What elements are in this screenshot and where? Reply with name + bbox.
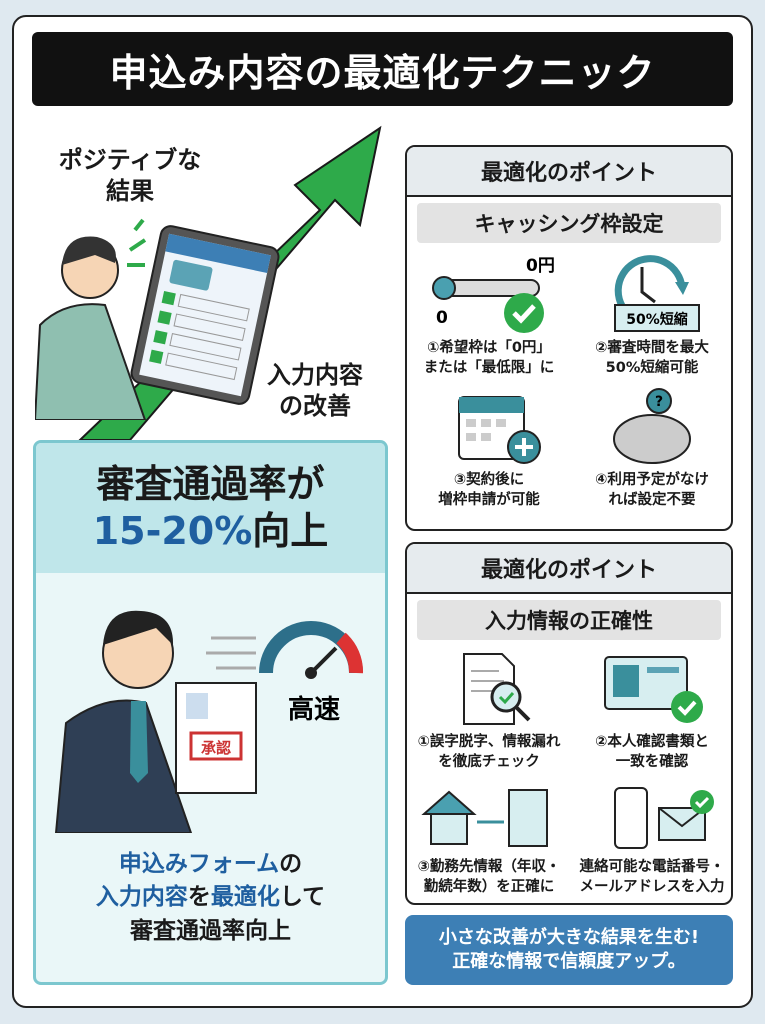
input-improvement-label: 入力内容 の改善 (255, 360, 375, 422)
caption-line: れば設定不要 (608, 491, 696, 508)
label-line: 入力内容 (267, 361, 363, 389)
point-typo-check: ①誤字脱字、情報漏れを徹底チェック (409, 649, 569, 772)
slider-check-icon: 0円 0 (432, 256, 555, 333)
caption-line: または「最低限」に (423, 359, 555, 376)
document-magnifier-icon (463, 653, 531, 725)
point-contact-info: 連絡可能な電話番号・メールアドレスを入力 (572, 784, 731, 897)
slider-max: 0円 (526, 256, 555, 276)
caption-line: 連絡可能な電話番号・ (579, 859, 725, 875)
caption-line: 勤続年数）を正確に (423, 878, 555, 895)
label-line: 結果 (106, 177, 154, 206)
caption-line: を徹底チェック (438, 753, 540, 770)
headline-line2: 15-20%向上 (93, 508, 329, 556)
svg-text:?: ? (655, 394, 663, 410)
footer-message: 小さな改善が大きな結果を生む! 正確な情報で信頼度アップ。 (405, 915, 733, 985)
caption-line: 50%短縮可能 (605, 359, 699, 376)
panel-header: 最適化のポイント (407, 544, 731, 594)
caption: ②審査時間を最大 50%短縮可能 (572, 339, 731, 378)
id-card-check-icon (604, 656, 703, 723)
summary-part: して (279, 884, 326, 911)
approval-stamp: 承認 (201, 739, 231, 757)
speed-label: 高速 (288, 694, 340, 725)
phone-mail-icon (614, 787, 714, 849)
summary-part: 入力内容 (95, 884, 188, 911)
caption: ③契約後に増枠申請が可能 (409, 471, 569, 510)
summary-line2: 入力内容を最適化して (36, 881, 385, 914)
slider-min: 0 (436, 308, 448, 328)
caption-line: ①希望枠は「0円」 (427, 340, 551, 356)
panel-subheader: キャッシング枠設定 (417, 203, 721, 243)
positive-result-label: ポジティブな 結果 (40, 145, 220, 207)
caption: ①誤字脱字、情報漏れを徹底チェック (409, 733, 569, 772)
input-accuracy-panel: 最適化のポイント 入力情報の正確性 ①誤字脱字、情報漏れを徹底チェック ②本人確… (405, 542, 733, 905)
person-with-tablet-illustration (35, 218, 280, 420)
caption-line: ③勤務先情報（年収・ (417, 859, 561, 875)
footer-line: 小さな改善が大きな結果を生む! (438, 926, 700, 948)
summary-part: の (279, 851, 303, 877)
point-no-setting: ? ④利用予定がなければ設定不要 (572, 387, 731, 510)
rate-suffix: 向上 (252, 509, 329, 553)
page-title: 申込み内容の最適化テクニック (32, 32, 733, 106)
cashing-limit-panel: 最適化のポイント キャッシング枠設定 0円 0 ①希望枠は「0円」または「最低限… (405, 145, 733, 531)
headline-line1: 審査通過率が (96, 461, 325, 506)
caption-line: ①誤字脱字、情報漏れ (417, 734, 561, 750)
panel-subheader: 入力情報の正確性 (417, 600, 721, 640)
caption-line: ②審査時間を最大 (595, 340, 709, 356)
label-line: の改善 (279, 392, 351, 421)
piggy-bank-icon: ? (613, 388, 691, 464)
summary-line3: 審査通過率向上 (130, 917, 291, 944)
footer-line: 正確な情報で信頼度アップ。 (452, 951, 686, 972)
caption-line: 増枠申請が可能 (438, 491, 540, 508)
point-id-match: ②本人確認書類と一致を確認 (572, 649, 731, 772)
businessman-approval-illustration: 承認 高速 (54, 610, 363, 833)
caption: ④利用予定がなければ設定不要 (572, 471, 731, 510)
clock-icon: 50%短縮 (614, 255, 700, 332)
house-office-icon (421, 789, 548, 847)
reduction-badge: 50%短縮 (626, 311, 688, 328)
caption-line: 一致を確認 (615, 753, 689, 770)
calendar-plus-icon (458, 396, 541, 464)
rate-value: 15-20% (92, 509, 253, 553)
caption-line: メールアドレスを入力 (579, 878, 725, 895)
point-review-time: 50%短縮 ②審査時間を最大 50%短縮可能 (572, 247, 731, 378)
caption-line: ②本人確認書類と (595, 734, 709, 750)
upward-arrow-graphic (77, 125, 382, 441)
summary-part: 申込みフォーム (118, 851, 280, 877)
point-limit-zero: 0円 0 ①希望枠は「0円」または「最低限」に (409, 255, 569, 378)
summary-line1: 申込みフォームの (36, 848, 385, 881)
caption-line: ③契約後に (453, 472, 525, 488)
summary-part: 最適化 (210, 884, 280, 911)
pass-rate-headline: 審査通過率が 15-20%向上 (36, 443, 385, 573)
caption: ①希望枠は「0円」または「最低限」に (409, 339, 569, 378)
point-increase-limit: ③契約後に増枠申請が可能 (409, 387, 569, 510)
summary-part: を (187, 884, 211, 911)
caption: ②本人確認書類と一致を確認 (572, 733, 731, 772)
caption: 連絡可能な電話番号・メールアドレスを入力 (572, 858, 731, 897)
point-employer-info: ③勤務先情報（年収・勤続年数）を正確に (409, 784, 569, 897)
caption-line: ④利用予定がなけ (595, 472, 709, 488)
result-box: 審査通過率が 15-20%向上 承認 高速 申込みフォームの 入力内容を最適化し… (33, 440, 388, 985)
result-summary: 申込みフォームの 入力内容を最適化して 審査通過率向上 (36, 848, 385, 948)
label-line: ポジティブな (58, 146, 202, 174)
panel-header: 最適化のポイント (407, 147, 731, 197)
caption: ③勤務先情報（年収・勤続年数）を正確に (409, 858, 569, 897)
